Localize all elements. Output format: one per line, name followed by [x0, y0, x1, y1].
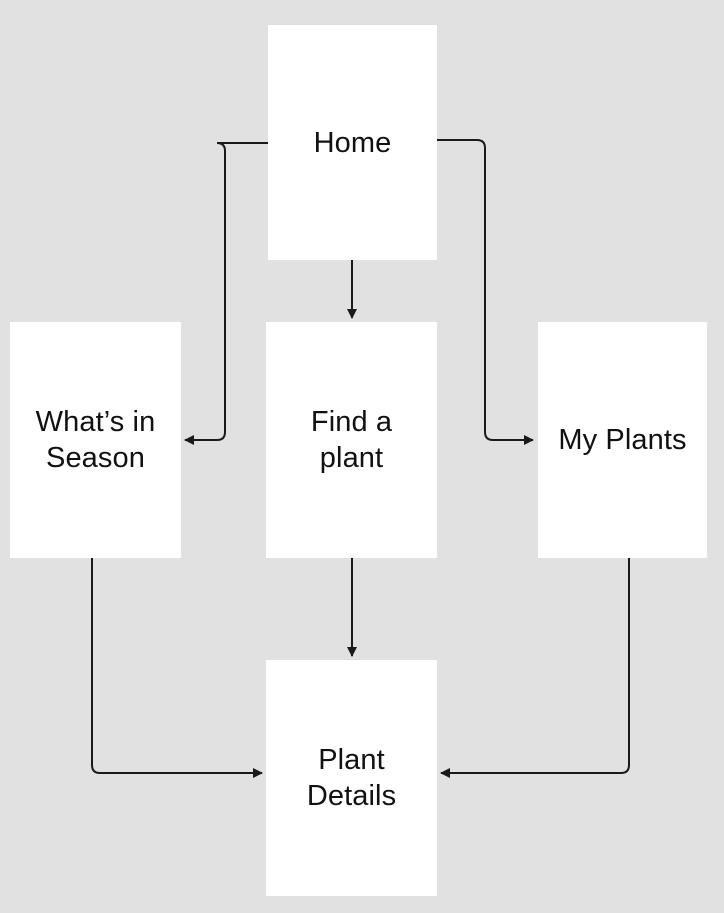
- node-plant-details-label: Plant Details: [306, 744, 397, 812]
- node-my-plants-label: My Plants: [558, 424, 687, 456]
- node-find-a-plant[interactable]: Find a plant: [266, 322, 437, 558]
- edge-home-to-myplants: [437, 139, 534, 445]
- node-my-plants[interactable]: My Plants: [538, 322, 707, 558]
- edge-season-to-details: [91, 558, 263, 778]
- node-plant-details[interactable]: Plant Details: [266, 660, 437, 896]
- node-home-label: Home: [313, 126, 392, 159]
- node-whats-in-season-label: What’s in Season: [35, 406, 156, 474]
- edge-myplants-to-details: [440, 558, 630, 778]
- node-find-a-plant-label: Find a plant: [310, 406, 393, 474]
- edge-home-to-season: [184, 142, 268, 445]
- node-home[interactable]: Home: [268, 25, 437, 260]
- node-whats-in-season[interactable]: What’s in Season: [10, 322, 181, 558]
